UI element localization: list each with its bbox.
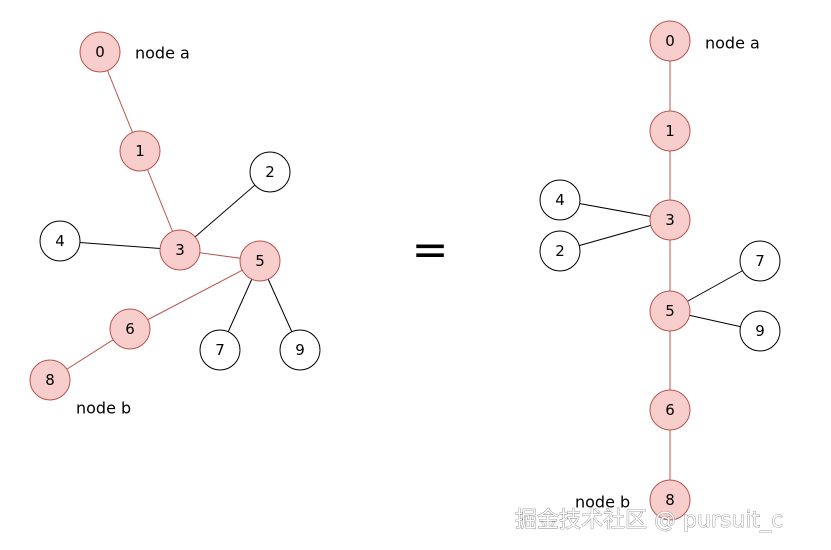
left-node-6: 6 [109, 308, 151, 350]
right-node-circle-1 [649, 110, 691, 152]
left-node-label-1: 1 [135, 142, 145, 160]
right-node-circle-2 [539, 230, 581, 272]
equals-sign: = [412, 225, 449, 276]
left-node-a-caption: node a [135, 44, 190, 63]
left-node-label-6: 6 [125, 320, 135, 338]
left-node-7: 7 [199, 329, 241, 371]
left-node-1: 1 [119, 130, 161, 172]
left-node-circle-2 [249, 151, 291, 193]
left-node-label-0: 0 [95, 43, 105, 61]
left-node-label-3: 3 [175, 241, 185, 259]
right-node-circle-9 [739, 310, 781, 352]
left-node-circle-7 [199, 329, 241, 371]
right-node-circle-3 [649, 199, 691, 241]
right-node-6: 6 [649, 389, 691, 431]
right-node-label-6: 6 [665, 401, 675, 419]
right-node-4: 4 [539, 179, 581, 221]
right-node-5: 5 [649, 290, 691, 332]
right-node-a-caption: node a [705, 34, 760, 53]
right-node-label-3: 3 [665, 211, 675, 229]
right-node-label-8: 8 [665, 491, 675, 509]
left-node-label-2: 2 [265, 163, 275, 181]
left-node-9: 9 [279, 329, 321, 371]
left-node-3: 3 [159, 229, 201, 271]
left-node-4: 4 [39, 220, 81, 262]
right-node-label-5: 5 [665, 302, 675, 320]
right-node-circle-6 [649, 389, 691, 431]
right-node-3: 3 [649, 199, 691, 241]
right-node-label-2: 2 [555, 242, 565, 260]
left-node-circle-8 [29, 359, 71, 401]
right-tree-edges [559, 41, 761, 500]
left-node-circle-9 [279, 329, 321, 371]
left-node-label-8: 8 [45, 371, 55, 389]
right-tree-nodes: 0 1 4 3 2 7 5 9 6 8 [539, 20, 781, 521]
left-node-circle-3 [159, 229, 201, 271]
right-node-circle-4 [539, 179, 581, 221]
right-node-7: 7 [739, 240, 781, 282]
left-node-label-9: 9 [295, 341, 305, 359]
watermark: 掘金技术社区 @ pursuit_c [515, 508, 783, 533]
right-node-b-caption: node b [575, 493, 630, 512]
left-tree-edges [49, 51, 301, 381]
right-node-circle-0 [649, 20, 691, 62]
left-node-8: 8 [29, 359, 71, 401]
left-tree-nodes: 0 1 2 3 4 5 6 7 8 9 [29, 31, 321, 401]
right-node-2: 2 [539, 230, 581, 272]
left-edge-5-6 [129, 260, 261, 330]
right-node-8: 8 [649, 479, 691, 521]
left-node-circle-5 [239, 240, 281, 282]
right-node-circle-7 [739, 240, 781, 282]
left-node-5: 5 [239, 240, 281, 282]
right-node-0: 0 [649, 20, 691, 62]
left-node-b-caption: node b [76, 399, 131, 418]
left-node-circle-4 [39, 220, 81, 262]
right-node-label-1: 1 [665, 122, 675, 140]
right-node-label-7: 7 [755, 252, 765, 270]
left-node-circle-1 [119, 130, 161, 172]
left-node-circle-0 [79, 31, 121, 73]
left-node-0: 0 [79, 31, 121, 73]
right-node-circle-8 [649, 479, 691, 521]
right-node-label-4: 4 [555, 191, 565, 209]
left-node-label-4: 4 [55, 232, 65, 250]
left-node-label-7: 7 [215, 341, 225, 359]
right-node-label-0: 0 [665, 32, 675, 50]
left-node-circle-6 [109, 308, 151, 350]
right-node-9: 9 [739, 310, 781, 352]
left-node-label-5: 5 [255, 252, 265, 270]
right-node-1: 1 [649, 110, 691, 152]
right-node-circle-5 [649, 290, 691, 332]
left-node-2: 2 [249, 151, 291, 193]
right-node-label-9: 9 [755, 322, 765, 340]
